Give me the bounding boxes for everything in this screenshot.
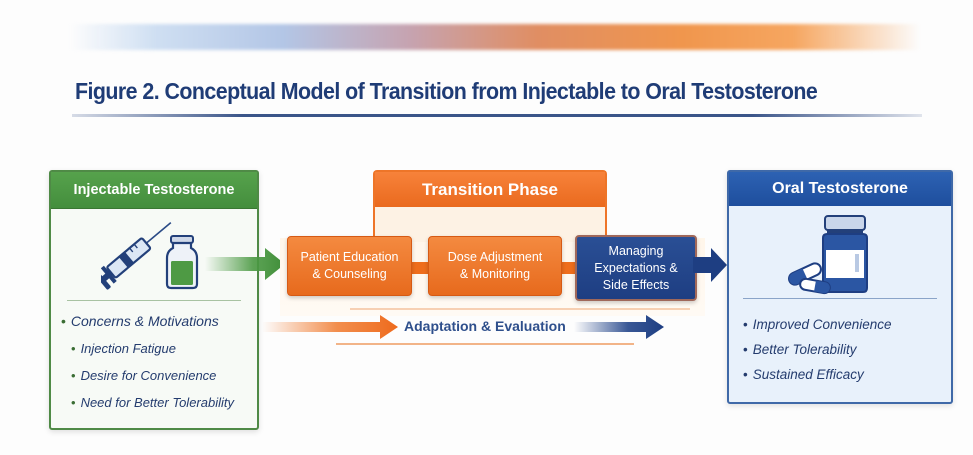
list-item: •Injection Fatigue	[71, 341, 176, 356]
step-text: & Monitoring	[459, 267, 531, 281]
oral-benefits-list: •Improved Convenience •Better Tolerabili…	[743, 312, 892, 387]
transition-phase-box: Transition Phase	[373, 170, 607, 242]
list-item: •Sustained Efficacy	[743, 367, 864, 382]
step-patient-education: Patient Education & Counseling	[287, 236, 412, 296]
pill-bottle-icon	[822, 215, 868, 293]
blue-gradient-arrow-icon	[574, 315, 664, 339]
list-item-text: Desire for Convenience	[80, 368, 217, 383]
list-item: •Concerns & Motivations	[61, 313, 219, 329]
syringe-icon	[101, 221, 172, 290]
transition-top-rule	[350, 308, 690, 310]
blue-arrow-icon	[693, 248, 727, 282]
list-item-text: Improved Convenience	[752, 317, 892, 332]
list-item: •Need for Better Tolerability	[71, 395, 234, 410]
list-item-text: Better Tolerability	[752, 342, 857, 357]
orange-gradient-arrow-icon	[262, 315, 398, 339]
step-text: Side Effects	[602, 277, 670, 292]
list-item-text: Sustained Efficacy	[752, 367, 864, 382]
green-arrow-icon	[205, 248, 285, 280]
list-item-text: Need for Better Tolerability	[80, 395, 234, 410]
injectable-divider	[67, 300, 241, 301]
list-item-text: Injection Fatigue	[80, 341, 176, 356]
step-text: Expectations &	[594, 260, 678, 275]
figure-title: Figure 2. Conceptual Model of Transition…	[75, 78, 818, 104]
injectable-testosterone-box: Injectable Testosterone •Concerns & Moti…	[49, 170, 259, 430]
list-item: •Better Tolerability	[743, 342, 857, 357]
step-text: & Counseling	[312, 267, 387, 281]
decorative-gradient-bar	[70, 24, 920, 50]
pill-illustration	[788, 215, 868, 295]
vial-icon	[165, 235, 199, 290]
injectable-header: Injectable Testosterone	[51, 172, 257, 209]
oral-header: Oral Testosterone	[729, 172, 951, 206]
step-connector	[558, 262, 578, 274]
syringe-vial-illustration	[101, 221, 199, 290]
title-underline	[72, 114, 922, 117]
step-text: Dose Adjustment	[447, 250, 543, 264]
step-text: Patient Education	[300, 250, 399, 264]
adaptation-evaluation-label: Adaptation & Evaluation	[404, 318, 566, 334]
list-item-text: Concerns & Motivations	[70, 313, 219, 329]
list-item: •Desire for Convenience	[71, 368, 217, 383]
list-item: •Improved Convenience	[743, 317, 892, 332]
oral-divider	[743, 298, 937, 299]
injectable-concerns-list: •Concerns & Motivations •Injection Fatig…	[61, 308, 234, 416]
transition-phase-header: Transition Phase	[375, 172, 605, 207]
oral-testosterone-box: Oral Testosterone •Improved Convenience …	[727, 170, 953, 404]
transition-bottom-rule	[336, 343, 634, 345]
step-connector	[408, 262, 430, 274]
step-text: Managing	[608, 243, 664, 258]
capsule-icon	[788, 262, 831, 295]
step-dose-adjustment: Dose Adjustment & Monitoring	[428, 236, 562, 296]
